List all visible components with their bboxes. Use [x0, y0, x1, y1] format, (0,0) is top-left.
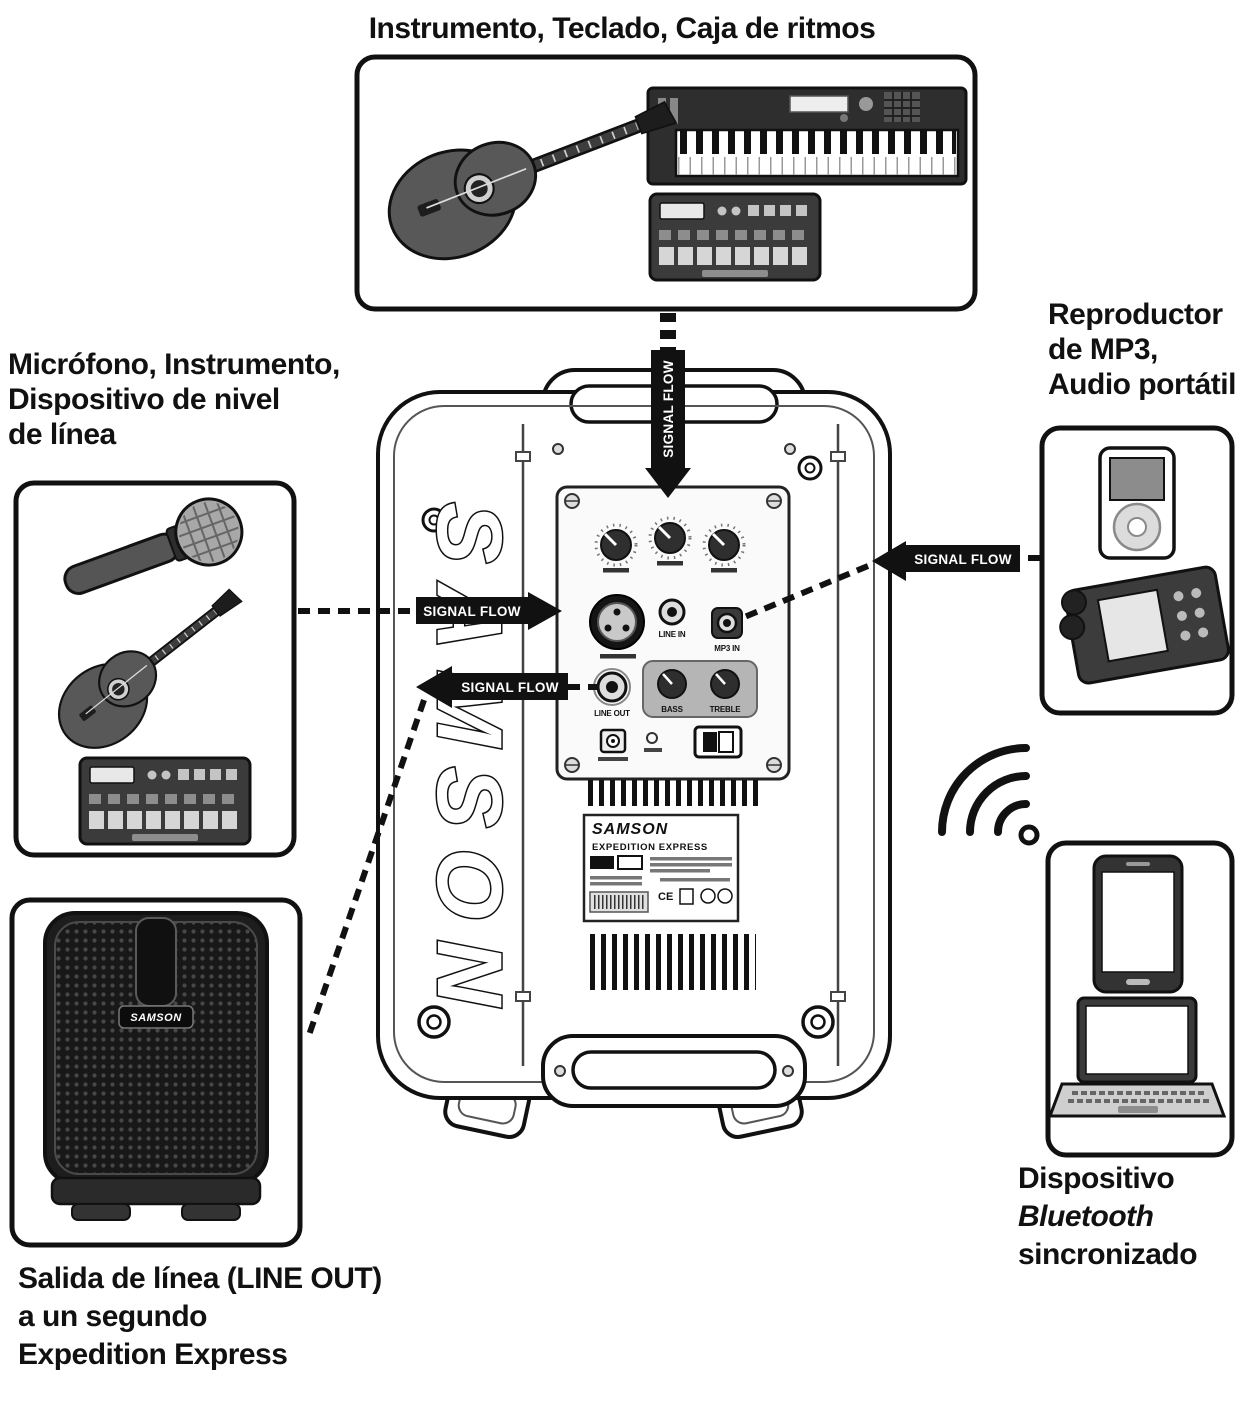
mp3-in-jack[interactable]: MP3 IN [711, 607, 743, 653]
weee-icon [679, 888, 694, 905]
speaker-front-icon: SAMSON [43, 911, 269, 1221]
arrow-right-icon [528, 592, 562, 630]
line-in-jack[interactable]: LINE IN [658, 598, 686, 639]
mic-source-box [13, 480, 297, 858]
svg-text:Dispositivo: Dispositivo [1018, 1162, 1174, 1195]
svg-text:Expedition Express: Expedition Express [18, 1338, 287, 1371]
svg-text:BASS: BASS [661, 705, 683, 714]
channel-knob-3[interactable] [702, 523, 746, 573]
smartphone-icon [1092, 854, 1184, 994]
svg-text:SIGNAL FLOW: SIGNAL FLOW [914, 552, 1012, 567]
svg-text:de línea: de línea [8, 418, 117, 451]
bluetooth-device-box [1045, 840, 1235, 1158]
status-led [644, 732, 662, 752]
speaker-back: SAMSON [376, 368, 892, 1139]
plate-brand: SAMSON [592, 821, 668, 838]
arrow-left-icon [872, 541, 906, 581]
control-panel: LINE IN MP3 IN LINE OUT [555, 485, 791, 781]
mp3-source-label: Reproductor de MP3, Audio portátil [1048, 298, 1236, 401]
channel-knob-1[interactable] [594, 523, 638, 573]
speaker-badge: SAMSON [130, 1012, 182, 1024]
bottom-handle-slot [571, 1050, 777, 1090]
brand-vertical: SAMSON [418, 502, 520, 1026]
svg-text:de MP3,: de MP3, [1048, 333, 1158, 366]
combo-input-jack[interactable] [589, 594, 645, 659]
microphone-icon [63, 497, 246, 595]
line-out-label: Salida de línea (LINE OUT) a un segundo … [18, 1262, 382, 1371]
svg-text:SIGNAL FLOW: SIGNAL FLOW [423, 604, 521, 619]
svg-text:a un segundo: a un segundo [18, 1300, 207, 1333]
top-title: Instrumento, Teclado, Caja de ritmos [369, 12, 876, 45]
signal-flow-lineout: SIGNAL FLOW [305, 666, 598, 1039]
cabinet-screws [417, 455, 835, 1039]
mp3-source-box [1039, 425, 1235, 716]
svg-text:SIGNAL FLOW: SIGNAL FLOW [661, 360, 676, 458]
signal-flow-top: SIGNAL FLOW [645, 313, 691, 498]
svg-text:Reproductor: Reproductor [1048, 298, 1223, 331]
channel-knob-2[interactable] [648, 516, 692, 566]
signal-flow-right: SIGNAL FLOW [740, 541, 1040, 621]
svg-text:MP3 IN: MP3 IN [714, 644, 740, 653]
cert-icon [700, 888, 716, 904]
svg-text:Audio portátil: Audio portátil [1048, 368, 1236, 401]
mp3-player-icon [1098, 446, 1176, 560]
svg-text:sincronizado: sincronizado [1018, 1238, 1197, 1271]
treble-knob[interactable]: TREBLE [710, 669, 742, 714]
keyboard-icon [646, 86, 968, 186]
svg-text:LINE IN: LINE IN [658, 630, 685, 639]
plate-model: EXPEDITION EXPRESS [592, 842, 708, 853]
second-speaker-box: SAMSON [9, 897, 303, 1248]
laptop-icon [1047, 996, 1227, 1118]
drum-machine-icon [650, 194, 820, 280]
arrow-left-icon [416, 666, 452, 708]
svg-text:LINE OUT: LINE OUT [594, 709, 630, 718]
signal-flow-left: SIGNAL FLOW [298, 592, 562, 630]
svg-text:Bluetooth: Bluetooth [1018, 1200, 1154, 1233]
svg-text:SIGNAL FLOW: SIGNAL FLOW [461, 680, 559, 695]
dc-power-inlet[interactable] [598, 728, 628, 761]
bass-knob[interactable]: BASS [657, 669, 687, 714]
tone-controls: BASS TREBLE [642, 660, 758, 718]
portable-recorder-icon [1059, 565, 1230, 685]
label-plate: SAMSON EXPEDITION EXPRESS CE [582, 813, 740, 923]
panel-screws [564, 493, 782, 773]
svg-text:TREBLE: TREBLE [710, 705, 742, 714]
drum-machine-icon [80, 758, 250, 844]
arrow-down-icon [645, 468, 691, 498]
instruments-box [354, 54, 978, 312]
ce-mark: CE [658, 891, 673, 903]
mic-source-label: Micrófono, Instrumento, Dispositivo de n… [8, 348, 340, 451]
wireless-signal-icon [938, 744, 1040, 846]
svg-text:Micrófono, Instrumento,: Micrófono, Instrumento, [8, 348, 340, 381]
svg-text:Salida de línea (LINE OUT): Salida de línea (LINE OUT) [18, 1262, 382, 1295]
cert-icon [717, 888, 733, 904]
power-switch[interactable] [693, 725, 743, 759]
svg-text:Dispositivo de nivel: Dispositivo de nivel [8, 383, 280, 416]
bluetooth-label: Dispositivo Bluetooth sincronizado [1018, 1162, 1198, 1271]
